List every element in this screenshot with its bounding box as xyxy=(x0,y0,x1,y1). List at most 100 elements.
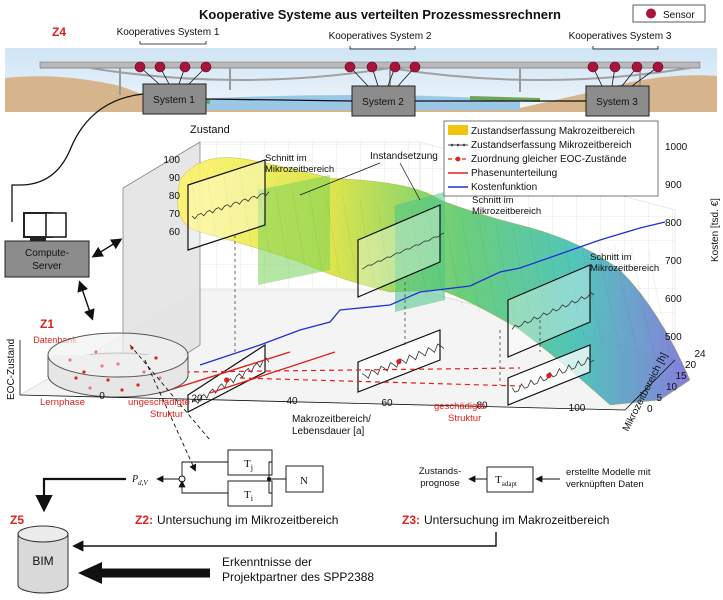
z-tick-label: 70 xyxy=(169,209,181,220)
state-plot-3d xyxy=(18,141,691,470)
sensor-icon xyxy=(344,61,356,73)
x-tick-label: 80 xyxy=(476,401,488,412)
svg-text:Struktur: Struktur xyxy=(448,413,481,424)
partner-text-2: Projektpartner des SPP2388 xyxy=(222,570,374,584)
eoc-axis-label: EOC-Zustand xyxy=(6,339,17,400)
macro-adapt-diagram: Zustands- prognose Tadapt erstellte Mode… xyxy=(419,466,651,493)
y-tick-label: 24 xyxy=(695,349,707,360)
server-link-line xyxy=(11,93,144,222)
sensor-icon xyxy=(179,61,191,73)
partner-text-1: Erkenntnisse der xyxy=(222,555,312,569)
output-to-bim-arrow xyxy=(35,477,126,513)
svg-text:N: N xyxy=(300,475,308,487)
y-tick-label: 5 xyxy=(657,393,663,404)
z-tick-label: 80 xyxy=(169,191,181,202)
svg-text:Schnitt im: Schnitt im xyxy=(472,195,514,206)
tadapt-block xyxy=(486,466,534,493)
sensor-legend: Sensor xyxy=(632,4,706,23)
server-plot-arrow xyxy=(91,238,123,258)
svg-text:System 1: System 1 xyxy=(153,95,195,106)
n-block xyxy=(285,465,324,493)
x-tick-label: 60 xyxy=(381,398,393,409)
svg-text:Phasenunterteilung: Phasenunterteilung xyxy=(471,168,557,179)
repair-jump-wall xyxy=(258,175,330,285)
cost-tick-label: 600 xyxy=(665,294,682,305)
svg-text:Mikrozeitbereich: Mikrozeitbereich xyxy=(265,164,334,175)
sensor-icon xyxy=(200,61,212,73)
schnitt-label-3: Schnitt im Mikrozeitbereich xyxy=(590,252,659,274)
instandsetzung-label: Instandsetzung xyxy=(370,151,438,162)
x-axis-label-2: Lebensdauer [a] xyxy=(292,426,365,437)
svg-text:Ti: Ti xyxy=(244,489,254,503)
phase-line-2 xyxy=(209,351,336,394)
svg-text:Zuordnung gleicher EOC-Zuständ: Zuordnung gleicher EOC-Zustände xyxy=(471,154,627,165)
phase-line-1 xyxy=(159,351,291,394)
y-tick-label: 0 xyxy=(647,404,653,415)
ungeschaedigt-label: ungeschädigte Struktur xyxy=(128,397,190,420)
svg-text:Kooperatives System 1: Kooperatives System 1 xyxy=(117,27,220,38)
cost-tick-label: 900 xyxy=(665,180,682,191)
svg-text:erstellte Modelle mit: erstellte Modelle mit xyxy=(566,467,651,478)
compute-server[interactable]: Compute- Server xyxy=(4,212,90,278)
legend-macro-swatch xyxy=(448,125,468,135)
svg-text:geschädigte: geschädigte xyxy=(434,401,485,412)
sensor-icon xyxy=(652,61,664,73)
geschaedigt-label: geschädigte Struktur xyxy=(434,401,485,424)
server-db-arrow xyxy=(77,280,95,321)
sensor-icon xyxy=(409,61,421,73)
database-cylinder[interactable] xyxy=(47,332,189,398)
svg-text:Compute-: Compute- xyxy=(25,248,69,259)
bridge-sensors xyxy=(134,61,664,87)
svg-text:Tj: Tj xyxy=(244,458,253,472)
schnitt-label-2: Schnitt im Mikrozeitbereich xyxy=(472,195,541,217)
svg-text:Zustandserfassung Makrozeitber: Zustandserfassung Makrozeitbereich xyxy=(471,126,635,137)
svg-text:Kooperatives System 3: Kooperatives System 3 xyxy=(569,31,672,42)
system-link-lines xyxy=(205,98,586,102)
cost-function-line xyxy=(199,221,666,366)
z3-caption: Z3:Untersuchung im Makrozeitbereich xyxy=(402,513,609,527)
cost-tick-label: 1000 xyxy=(665,142,688,153)
sensor-icon xyxy=(587,61,599,73)
sensor-icon xyxy=(366,61,378,73)
cost-axis-label: Kosten [tsd. €] xyxy=(710,198,721,262)
lernphase-label: Lernphase xyxy=(40,397,85,408)
sensor-icon xyxy=(609,61,621,73)
cost-tick-label: 800 xyxy=(665,218,682,229)
system-box-2[interactable]: System 2 xyxy=(351,85,416,117)
plot-legend: Zustandserfassung Makrozeitbereich Zusta… xyxy=(443,120,659,197)
y-tick-label: 20 xyxy=(685,360,697,371)
tj-block xyxy=(227,449,273,476)
svg-text:Mikrozeitbereich: Mikrozeitbereich xyxy=(590,263,659,274)
cost-tick-label: 500 xyxy=(665,332,682,343)
x-tick-label: 20 xyxy=(191,393,203,404)
y-tick-label: 10 xyxy=(666,382,678,393)
bim-label: BIM xyxy=(32,554,53,568)
sensor-icon xyxy=(134,61,146,73)
system-box-3[interactable]: System 3 xyxy=(585,85,650,117)
server-box xyxy=(4,240,90,278)
svg-text:Kooperatives System 2: Kooperatives System 2 xyxy=(329,31,432,42)
svg-text:verknüpften Daten: verknüpften Daten xyxy=(566,479,644,490)
micro-block-diagram: Tj Ti N Pd,V xyxy=(131,449,324,507)
svg-text:ungeschädigte: ungeschädigte xyxy=(128,397,190,408)
x-tick-label: 100 xyxy=(569,403,586,414)
zone-z1-label: Z1 xyxy=(40,317,54,331)
svg-text:Struktur: Struktur xyxy=(150,409,183,420)
ti-block xyxy=(227,480,273,507)
svg-text:Tadapt: Tadapt xyxy=(495,474,517,488)
coop-system-2: Kooperatives System 2 xyxy=(329,31,432,50)
system-box-1[interactable]: System 1 xyxy=(142,83,207,115)
bim-database[interactable]: BIM xyxy=(17,525,69,594)
micro-sections xyxy=(187,159,595,413)
svg-text:System 3: System 3 xyxy=(596,97,638,108)
z2-caption: Z2:Untersuchung im Mikrozeitbereich xyxy=(135,513,338,527)
svg-text:Zustandserfassung Mikrozeitber: Zustandserfassung Mikrozeitbereich xyxy=(471,140,632,151)
zone-z4-label: Z4 xyxy=(52,25,66,39)
x-tick-label: 0 xyxy=(99,391,105,402)
zone-z5-label: Z5 xyxy=(10,513,24,527)
coop-system-1: Kooperatives System 1 xyxy=(117,27,220,45)
